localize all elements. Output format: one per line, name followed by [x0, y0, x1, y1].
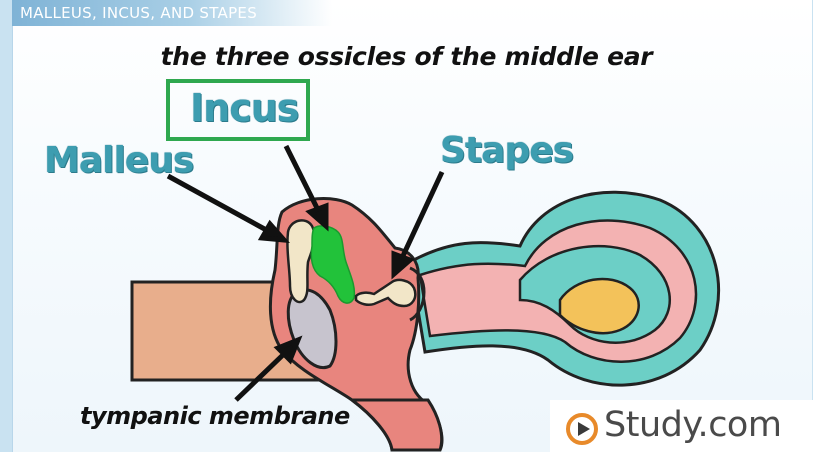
eustachian-tube: [352, 400, 442, 450]
brand-logo-text: Study.com: [604, 405, 781, 445]
label-incus: Incus: [190, 86, 298, 130]
play-circle-icon: [565, 412, 599, 446]
label-malleus: Malleus: [44, 140, 193, 181]
label-stapes: Stapes: [440, 130, 573, 171]
cochlea-core: [560, 279, 639, 333]
label-tympanic-membrane: tympanic membrane: [80, 402, 350, 430]
arrow-malleus: [168, 176, 284, 240]
